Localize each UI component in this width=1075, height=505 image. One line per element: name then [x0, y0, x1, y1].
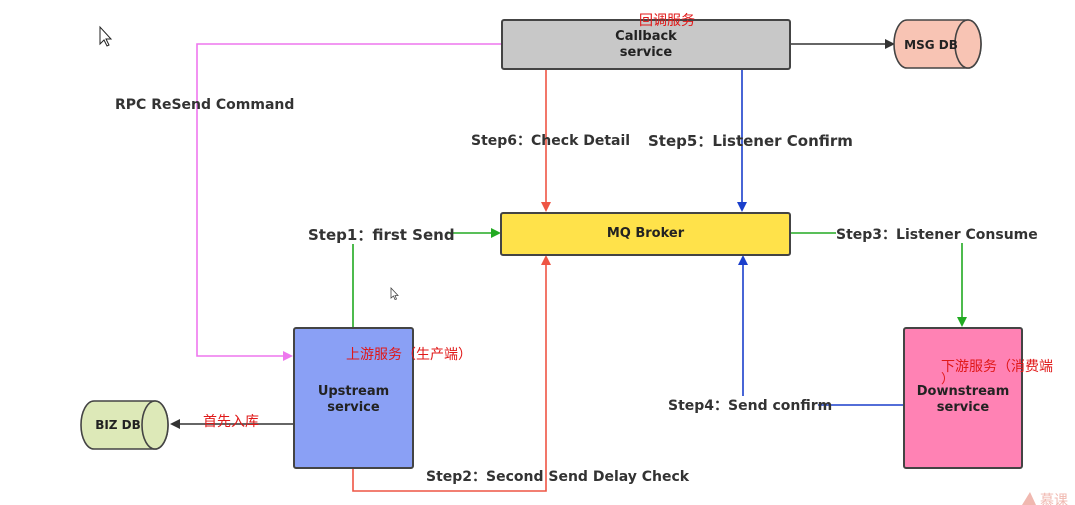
- callback-service-box: Callback service: [501, 19, 791, 70]
- step6-label: Step6：Check Detail: [471, 133, 631, 149]
- step3-label: Step3：Listener Consume: [836, 227, 1038, 243]
- upstream-line2: service: [327, 400, 380, 415]
- mq-broker-label: MQ Broker: [606, 226, 685, 241]
- step5-label: Step5：Listener Confirm: [648, 132, 853, 150]
- downstream-line2: service: [936, 400, 990, 415]
- upstream-service-label: Upstream service: [318, 384, 389, 416]
- downstream-cn-label: 下游服务（消费端: [941, 359, 1053, 375]
- step2-label: Step2：Second Send Delay Check: [426, 469, 690, 485]
- bizdb-cn-label: 首先入库: [203, 414, 259, 430]
- downstream-line1: Downstream: [916, 384, 1010, 399]
- downstream-cn-label-tail: ）: [941, 372, 955, 387]
- cursor-icon: [390, 286, 399, 300]
- upstream-cn-label: 上游服务（生产端）: [346, 347, 472, 363]
- msgdb-node: [893, 19, 982, 69]
- logo-icon: [1022, 492, 1036, 505]
- bizdb-label: BIZ DB: [95, 418, 141, 432]
- cursor-icon: [99, 25, 113, 47]
- downstream-service-box: Downstream service: [903, 327, 1023, 469]
- step2-edge: [352, 255, 551, 492]
- step1-label: Step1：first Send: [308, 226, 455, 244]
- mq-broker-box: MQ Broker: [500, 212, 791, 256]
- callback-line2: service: [619, 44, 673, 60]
- watermark-logo: 慕课: [1040, 493, 1068, 505]
- msgdb-label: MSG DB: [904, 38, 958, 52]
- step4-label: Step4：Send confirm: [668, 398, 833, 414]
- bizdb-node: [80, 400, 169, 450]
- callback-cn-label: 回调服务: [639, 13, 695, 29]
- callback-service-label: Callback service: [615, 29, 677, 61]
- callback-line1: Callback: [615, 28, 677, 44]
- upstream-service-box: Upstream service: [293, 327, 414, 469]
- rpc-resend-edge: [196, 43, 501, 361]
- rpc-resend-label: RPC ReSend Command: [115, 97, 295, 113]
- downstream-service-label: Downstream service: [917, 384, 1010, 416]
- upstream-line1: Upstream: [317, 384, 390, 399]
